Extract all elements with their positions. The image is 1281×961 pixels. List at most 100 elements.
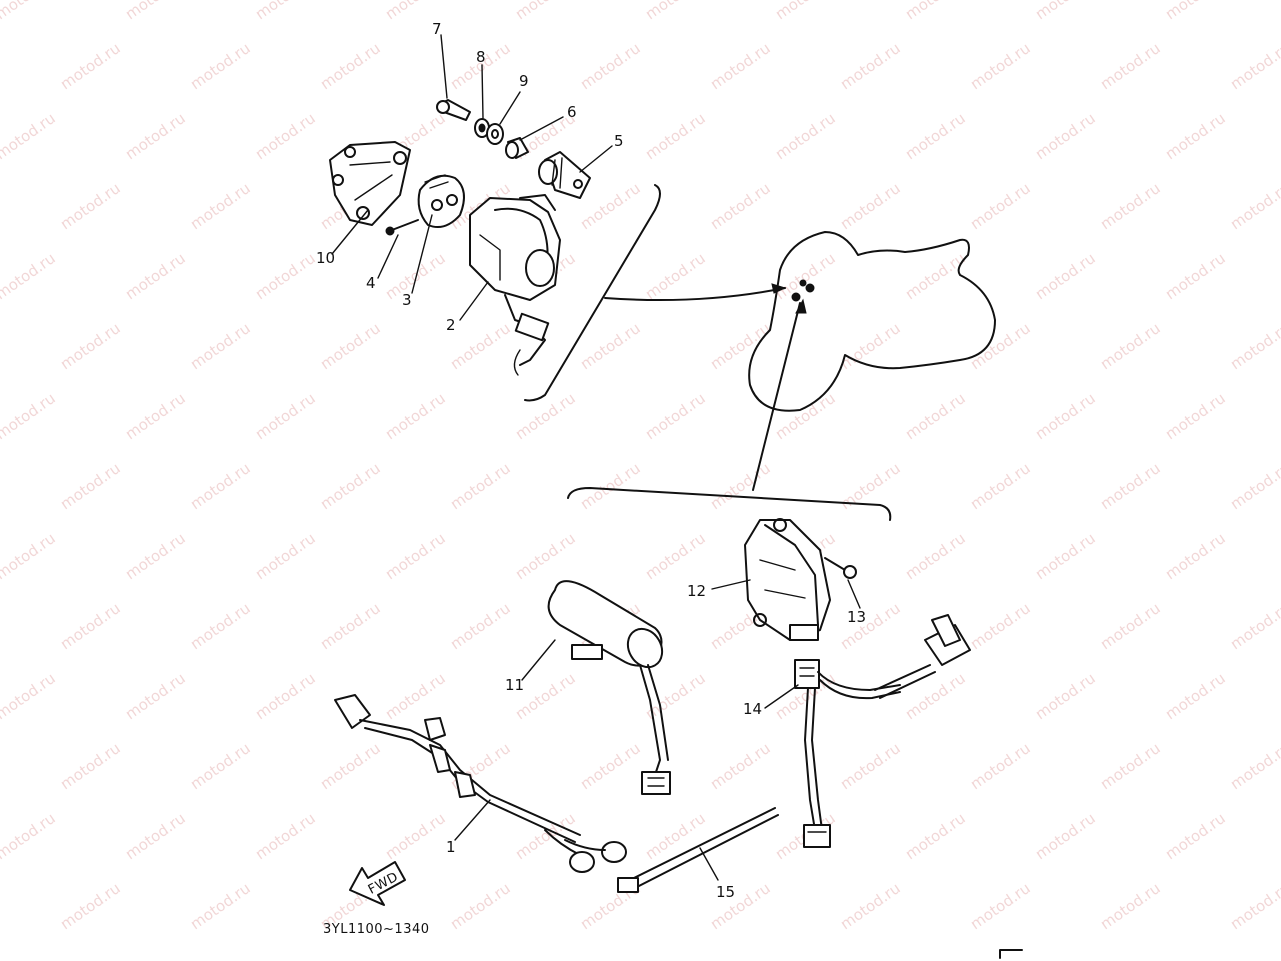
watermark-text: motod.ru: [642, 0, 709, 23]
watermark-text: motod.ru: [1032, 809, 1099, 863]
watermark-text: motod.ru: [512, 0, 579, 23]
watermark-text: motod.ru: [967, 39, 1034, 93]
callout-15: 15: [716, 883, 735, 901]
washer-part-9: [486, 123, 504, 145]
damper-part-5: [538, 151, 591, 199]
watermark-text: motod.ru: [57, 319, 124, 373]
watermark-text: motod.ru: [0, 529, 59, 583]
watermark-text: motod.ru: [1162, 249, 1229, 303]
watermark-layer: motod.ru motod.ru motod.ru motod.ru motod.ru…: [0, 0, 1281, 933]
watermark-text: motod.ru: [642, 109, 709, 163]
callout-8: 8: [476, 48, 486, 66]
callout-6: 6: [567, 103, 577, 121]
watermark-text: motod.ru: [0, 809, 59, 863]
watermark-text: motod.ru: [0, 0, 59, 23]
watermark-text: motod.ru: [382, 389, 449, 443]
watermark-text: motod.ru: [1097, 459, 1164, 513]
watermark-text: motod.ru: [382, 249, 449, 303]
watermark-text: motod.ru: [122, 809, 189, 863]
watermark-text: motod.ru: [57, 459, 124, 513]
callout-12: 12: [687, 582, 706, 600]
watermark-text: motod.ru: [902, 109, 969, 163]
motorcycle-outline: [748, 231, 996, 491]
watermark-text: motod.ru: [57, 39, 124, 93]
callout-3: 3: [402, 291, 412, 309]
watermark-text: motod.ru: [0, 669, 59, 723]
reference-code: 3YL1100~1340: [323, 922, 430, 937]
watermark-text: motod.ru: [447, 459, 514, 513]
callout-2: 2: [446, 316, 456, 334]
watermark-text: motod.ru: [967, 459, 1034, 513]
watermark-text: motod.ru: [252, 109, 319, 163]
callout-13: 13: [847, 608, 866, 626]
watermark-text: motod.ru: [57, 739, 124, 793]
watermark-text: motod.ru: [1227, 459, 1281, 513]
watermark-text: motod.ru: [837, 879, 904, 933]
watermark-text: motod.ru: [1097, 599, 1164, 653]
watermark-text: motod.ru: [772, 0, 839, 23]
watermark-text: motod.ru: [577, 319, 644, 373]
watermark-text: motod.ru: [252, 249, 319, 303]
watermark-text: motod.ru: [57, 599, 124, 653]
callout-1: 1: [446, 838, 456, 856]
watermark-text: motod.ru: [122, 529, 189, 583]
screw-part-4: [385, 219, 419, 236]
watermark-text: motod.ru: [1032, 109, 1099, 163]
watermark-text: motod.ru: [967, 879, 1034, 933]
callout-9: 9: [519, 72, 529, 90]
watermark-text: motod.ru: [382, 529, 449, 583]
watermark-text: motod.ru: [187, 319, 254, 373]
watermark-text: motod.ru: [1032, 529, 1099, 583]
washer-part-8: [474, 118, 490, 138]
sub-harness-part: [794, 614, 971, 848]
watermark-text: motod.ru: [1227, 879, 1281, 933]
watermark-text: motod.ru: [1227, 179, 1281, 233]
watermark-text: motod.ru: [707, 459, 774, 513]
watermark-text: motod.ru: [252, 529, 319, 583]
callout-10: 10: [316, 249, 335, 267]
watermark-text: motod.ru: [1097, 319, 1164, 373]
watermark-text: motod.ru: [837, 739, 904, 793]
watermark-text: motod.ru: [1097, 179, 1164, 233]
callout-5: 5: [614, 132, 624, 150]
plate-part: [417, 174, 465, 228]
watermark-text: motod.ru: [187, 599, 254, 653]
watermark-text: motod.ru: [902, 809, 969, 863]
watermark-text: motod.ru: [0, 389, 59, 443]
watermark-text: motod.ru: [187, 179, 254, 233]
watermark-text: motod.ru: [447, 879, 514, 933]
watermark-text: motod.ru: [0, 109, 59, 163]
watermark-text: motod.ru: [57, 179, 124, 233]
watermark-text: motod.ru: [642, 529, 709, 583]
watermark-text: motod.ru: [252, 0, 319, 23]
watermark-text: motod.ru: [382, 669, 449, 723]
switch-assembly: [329, 99, 787, 402]
callout-labels: 1 2 3 4 5 6 7 8 9 10 11 12 13 14 15: [316, 20, 866, 901]
watermark-text: motod.ru: [1032, 389, 1099, 443]
bracket-part: [329, 141, 411, 226]
watermark-text: motod.ru: [577, 39, 644, 93]
watermark-text: motod.ru: [1162, 809, 1229, 863]
watermark-text: motod.ru: [577, 179, 644, 233]
watermark-text: motod.ru: [967, 739, 1034, 793]
watermark-text: motod.ru: [967, 179, 1034, 233]
watermark-text: motod.ru: [1227, 39, 1281, 93]
watermark-text: motod.ru: [772, 389, 839, 443]
watermark-text: motod.ru: [1097, 39, 1164, 93]
callout-7: 7: [432, 20, 442, 38]
watermark-text: motod.ru: [707, 179, 774, 233]
watermark-text: motod.ru: [642, 249, 709, 303]
watermark-text: motod.ru: [317, 739, 384, 793]
watermark-text: motod.ru: [1162, 0, 1229, 23]
watermark-text: motod.ru: [772, 249, 839, 303]
watermark-text: motod.ru: [252, 669, 319, 723]
callout-4: 4: [366, 274, 376, 292]
watermark-text: motod.ru: [902, 0, 969, 23]
bolt-part-7: [436, 99, 471, 121]
watermark-text: motod.ru: [122, 109, 189, 163]
callout-11: 11: [505, 676, 524, 694]
watermark-text: motod.ru: [187, 459, 254, 513]
watermark-text: motod.ru: [512, 389, 579, 443]
watermark-text: motod.ru: [1227, 319, 1281, 373]
